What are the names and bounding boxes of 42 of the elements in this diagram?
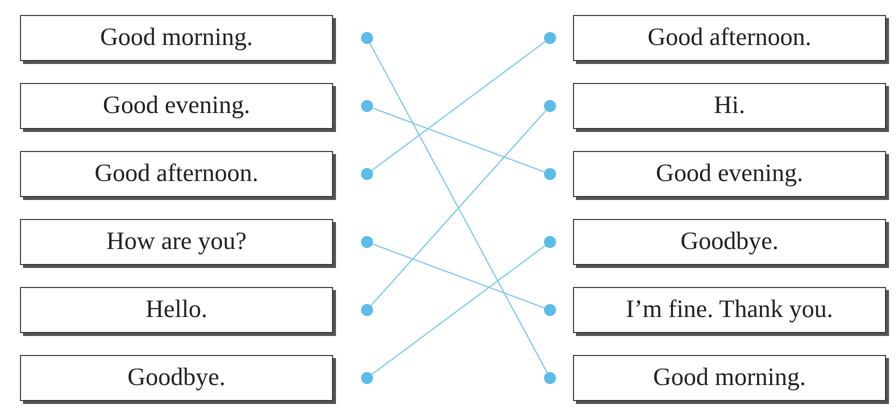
- phrase-text: Hi.: [714, 92, 746, 120]
- matching-dot: [544, 32, 556, 44]
- phrase-box: [20, 151, 333, 197]
- phrase-text: Good afternoon.: [648, 24, 812, 52]
- matching-dot: [544, 304, 556, 316]
- phrase-box: [573, 15, 886, 61]
- phrase-box: [20, 287, 333, 333]
- phrase-text: Good afternoon.: [94, 160, 258, 188]
- phrase-box: [20, 15, 333, 61]
- matching-dot: [361, 304, 373, 316]
- matching-dot: [361, 100, 373, 112]
- matching-line: [371, 41, 546, 171]
- phrase-text: Good evening.: [656, 160, 804, 188]
- matching-dot: [361, 32, 373, 44]
- matching-dot: [361, 168, 373, 180]
- phrase-text: Goodbye.: [128, 364, 226, 392]
- phrase-text: Good evening.: [102, 92, 250, 120]
- phrase-text: I’m fine. Thank you.: [626, 296, 834, 324]
- phrase-box: [20, 219, 333, 265]
- phrase-box: [573, 83, 886, 129]
- matching-line: [372, 244, 545, 308]
- matching-dot: [361, 236, 373, 248]
- phrase-text: Goodbye.: [680, 228, 778, 256]
- phrase-box: [20, 83, 333, 129]
- matching-line: [369, 43, 548, 373]
- matching-line: [372, 108, 545, 172]
- matching-dot: [544, 372, 556, 384]
- phrase-box: [573, 219, 886, 265]
- phrase-box: [20, 355, 333, 401]
- matching-dot: [361, 372, 373, 384]
- phrase-text: Good morning.: [100, 24, 253, 52]
- phrase-text: Hello.: [146, 296, 208, 324]
- matching-dot: [544, 168, 556, 180]
- matching-line: [370, 110, 546, 306]
- phrase-text: Good morning.: [653, 364, 806, 392]
- matching-dot: [544, 236, 556, 248]
- matching-dot: [544, 100, 556, 112]
- phrase-box: [573, 355, 886, 401]
- phrase-box: [573, 151, 886, 197]
- phrase-box: [573, 287, 886, 333]
- matching-line: [371, 245, 546, 375]
- phrase-text: How are you?: [106, 228, 247, 256]
